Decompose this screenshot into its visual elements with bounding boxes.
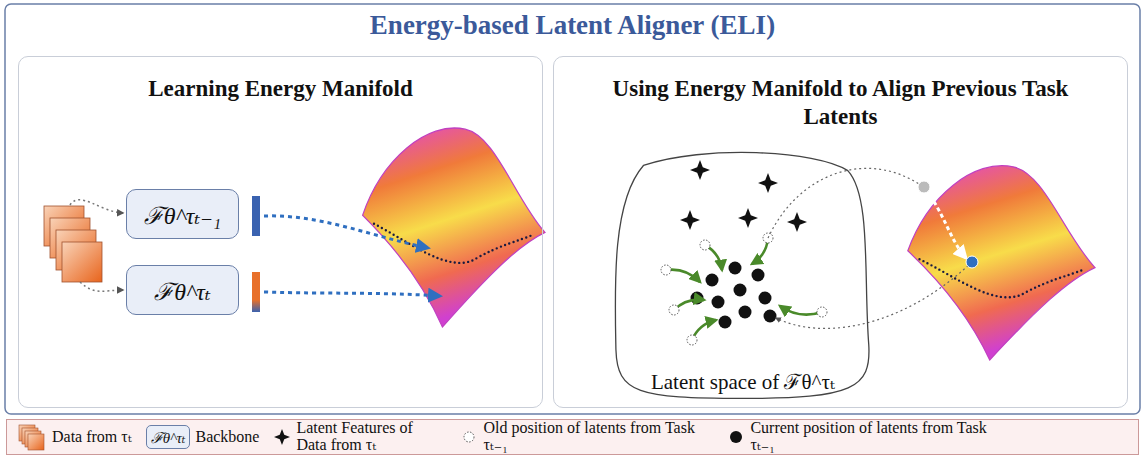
backbone-icon: ℱθ^τₜ [146, 425, 191, 449]
legend-text: Latent Features of Data from τₜ [296, 420, 446, 454]
energy-manifold [363, 128, 545, 327]
latent-space-outline [612, 145, 874, 401]
latent-space: Latent space of ℱθ^τₜ [612, 145, 874, 401]
backbone-box: ℱθ^τₜ [126, 265, 239, 315]
region-label: Latent space of ℱθ^τₜ [612, 367, 874, 395]
legend-sample [273, 423, 291, 451]
legend-item: Latent Features of Data from τₜ [273, 420, 446, 454]
panel-heading: Learning Energy Manifold [19, 75, 542, 103]
latent-bar [252, 196, 260, 236]
legend-sample [17, 423, 47, 451]
panel: Learning Energy Manifoldℱθ^τₜ₋₁ ℱθ^τₜ [18, 56, 543, 408]
outer-frame [5, 4, 1140, 414]
backbone-label: ℱθ^τₜ₋₁ [144, 198, 221, 231]
legend-item: Current position of latents from Task τₜ… [727, 420, 990, 454]
legend-item: Old position of latents from Task τₜ₋₁ [460, 420, 713, 454]
projection-arrow [264, 216, 428, 248]
legend-text: Data from τₜ [52, 429, 132, 446]
latent-bar [252, 272, 260, 312]
legend: Data from τₜ ℱθ^τₜBackbone Latent Features… [6, 419, 1139, 455]
legend-text: Old position of latents from Task τₜ₋₁ [483, 420, 713, 454]
legend-text: Current position of latents from Task τₜ… [750, 420, 990, 454]
panel: Using Energy Manifold to Align Previous … [553, 56, 1128, 408]
data-stack [44, 206, 102, 282]
legend-sample [460, 423, 478, 451]
input-line [80, 282, 123, 291]
old-latent-point [918, 181, 930, 193]
diagram-title: Energy-based Latent Aligner (ELI) [0, 10, 1145, 41]
input-line [70, 200, 123, 213]
legend-item: ℱθ^τₜBackbone [146, 425, 260, 449]
backbone-box: ℱθ^τₜ₋₁ [126, 189, 239, 239]
aligned-latent-point [966, 256, 978, 268]
projection-arrow [264, 292, 440, 296]
latent-points [661, 160, 827, 345]
panel-heading: Using Energy Manifold to Align Previous … [554, 75, 1127, 130]
energy-manifold [908, 166, 1095, 360]
legend-text: Backbone [195, 429, 259, 446]
legend-item: Data from τₜ [17, 423, 132, 451]
alignment-arrow [926, 190, 966, 258]
legend-sample [727, 423, 745, 451]
backbone-label: ℱθ^τₜ [154, 274, 210, 307]
mapping-line [776, 262, 972, 328]
mapping-line [768, 168, 922, 238]
